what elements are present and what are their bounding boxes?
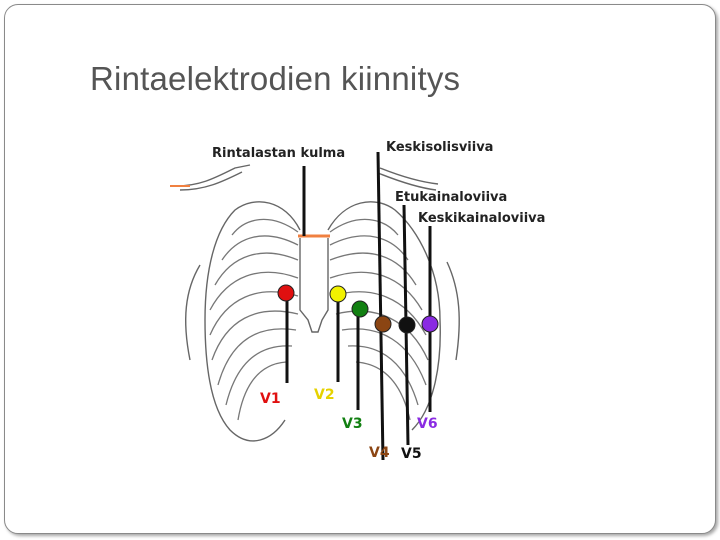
electrode-v2 [329,285,347,303]
sternum [299,238,329,333]
electrode-dots [277,284,439,334]
right-clavicle [379,167,439,185]
left-clavicle-lower [179,171,243,191]
left-clavicle [175,164,251,187]
right-ribcage-outline [327,201,441,431]
electrode-v3 [351,300,369,318]
electrode-v5 [398,316,416,334]
leader-midclavicular [376,151,385,461]
electrode-label-v4: V4 [369,445,390,461]
label-anterior-axillary: Etukainaloviiva [395,190,507,205]
electrode-label-v1: V1 [260,391,281,407]
left-ribcage-outline [204,201,301,442]
right-clavicle-lower [377,172,437,191]
left-arm-outline [184,264,201,361]
left-ribs [209,218,299,421]
label-sternal-angle: Rintalastan kulma [212,146,345,161]
electrode-v6 [421,315,439,333]
electrode-label-v5: V5 [401,446,422,462]
electrode-v4 [374,315,392,333]
electrode-label-v6: V6 [417,416,438,432]
slide-title: Rintaelektrodien kiinnitys [90,60,461,97]
right-arm-outline [446,261,460,361]
electrode-label-v3: V3 [342,416,363,432]
electrode-v1 [277,284,295,302]
electrode-label-v2: V2 [314,387,335,403]
label-midclavicular: Keskisolisviiva [386,140,493,155]
slide-frame [4,4,716,534]
label-mid-axillary: Keskikainaloviiva [418,211,545,226]
